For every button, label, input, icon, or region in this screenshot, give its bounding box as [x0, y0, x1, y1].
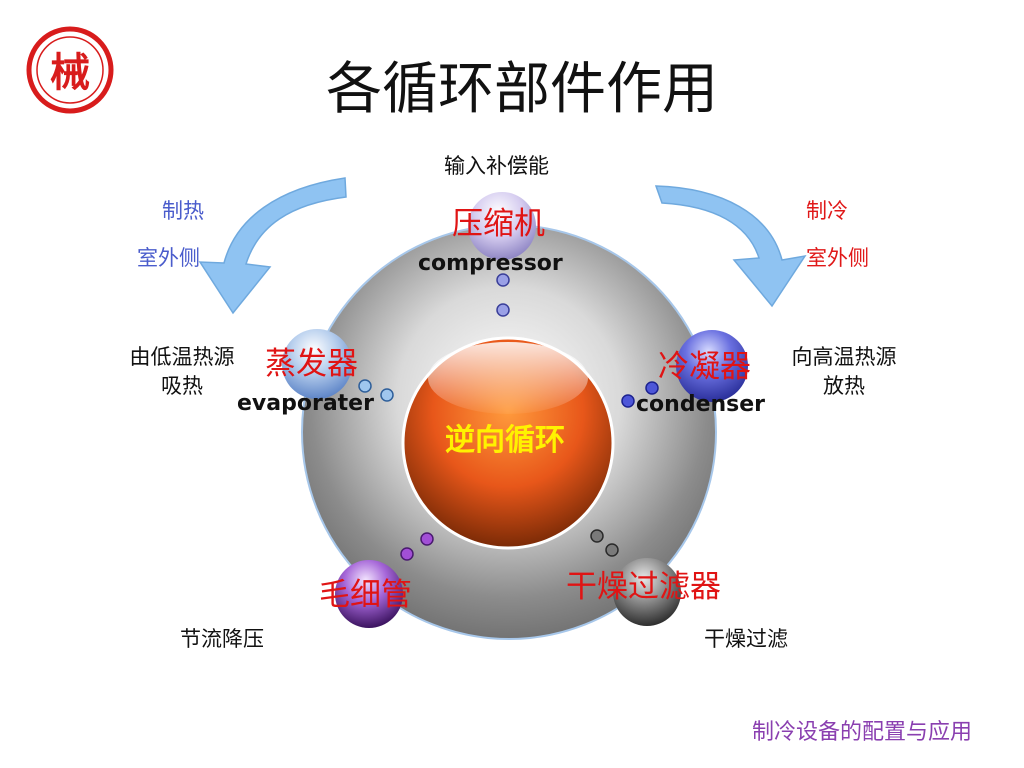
capillary-note: 节流降压 — [180, 627, 264, 651]
cooling-arrow — [654, 185, 807, 308]
slide-title: 各循环部件作用 — [326, 57, 718, 122]
logo-glyph: 械 — [50, 49, 90, 96]
evaporator-label: 蒸发器 — [265, 346, 358, 382]
capillary-label: 毛细管 — [319, 577, 412, 613]
filter-ball — [613, 558, 681, 626]
input-energy-label: 输入补偿能 — [444, 154, 549, 178]
logo-seal: 械 — [26, 26, 114, 114]
evaporator-note-line1: 由低温热源 — [129, 345, 235, 369]
evaporator-en-label: evaporater — [237, 391, 374, 416]
heating-mode-label: 制热 — [162, 199, 204, 223]
heating-outdoor-label: 室外侧 — [137, 246, 200, 270]
condenser-en-label: condenser — [636, 392, 766, 417]
compressor-en-label: compressor — [418, 251, 563, 276]
connector-dots — [358, 273, 659, 561]
filter-drier-note: 干燥过滤 — [704, 627, 788, 651]
course-footer: 制冷设备的配置与应用 — [751, 720, 972, 745]
condenser-ball — [676, 330, 748, 402]
heating-arrow — [198, 177, 347, 315]
filter-drier-label: 干燥过滤器 — [566, 569, 721, 605]
reverse-cycle-label: 逆向循环 — [445, 423, 565, 458]
cooling-mode-label: 制冷 — [806, 199, 848, 223]
condenser-note-line2: 放热 — [823, 374, 865, 398]
capillary-ball — [335, 560, 403, 628]
evaporator-note-line2: 吸热 — [161, 374, 203, 398]
reverse-cycle-core — [401, 336, 615, 550]
condenser-note-line1: 向高温热源 — [791, 345, 897, 369]
compressor-label: 压缩机 — [452, 206, 545, 242]
condenser-label: 冷凝器 — [658, 349, 751, 385]
compressor-ball — [468, 192, 536, 260]
cooling-outdoor-label: 室外侧 — [806, 246, 869, 270]
evaporator-ball — [282, 329, 352, 399]
